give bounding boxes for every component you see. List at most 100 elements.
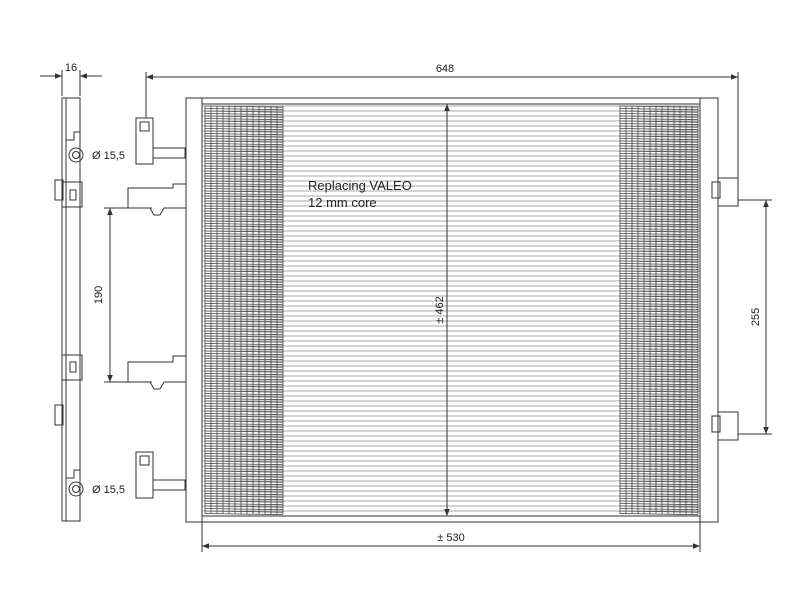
fin-line	[204, 343, 284, 346]
side-clip-lower	[61, 354, 83, 381]
fin-line	[204, 448, 284, 451]
fin-line	[204, 413, 284, 416]
fin-line	[204, 288, 284, 291]
fin-line	[619, 423, 699, 426]
fin-line	[619, 308, 699, 311]
fin-line	[204, 203, 284, 206]
fin-line	[619, 453, 699, 456]
fin-line	[204, 298, 284, 301]
front-view	[185, 97, 719, 523]
fin-line	[204, 418, 284, 421]
fin-line	[619, 433, 699, 436]
fin-line	[204, 253, 284, 256]
fin-line	[619, 383, 699, 386]
fin-line	[204, 268, 284, 271]
fin-line	[619, 483, 699, 486]
fin-line	[619, 293, 699, 296]
fin-line	[619, 158, 699, 161]
fin-line	[204, 138, 284, 141]
fin-line	[204, 243, 284, 246]
fin-line	[619, 443, 699, 446]
note-replacing: Replacing VALEO	[308, 178, 412, 193]
fin-line	[619, 198, 699, 201]
fin-line	[204, 423, 284, 426]
fin-line	[204, 163, 284, 166]
port-fitting-right-top	[717, 177, 739, 207]
fin-line	[204, 408, 284, 411]
fin-line	[619, 133, 699, 136]
fin-line	[619, 403, 699, 406]
fin-line	[204, 293, 284, 296]
fin-line	[204, 113, 284, 116]
fin-line	[619, 473, 699, 476]
side-port-bottom-bracket	[65, 462, 80, 479]
fin-line	[619, 203, 699, 206]
fin-line	[619, 368, 699, 371]
dimension-core-width	[201, 522, 701, 552]
fin-line	[619, 388, 699, 391]
fin-line	[204, 323, 284, 326]
fin-line	[204, 208, 284, 211]
side-port-bottom-ring	[68, 481, 84, 497]
fin-line	[204, 318, 284, 321]
fin-line	[619, 273, 699, 276]
fin-line	[619, 428, 699, 431]
fin-line	[619, 298, 699, 301]
fin-line	[619, 398, 699, 401]
fin-line	[204, 488, 284, 491]
fin-line	[204, 233, 284, 236]
dimension-port-spacing-label: 255	[750, 308, 762, 326]
fin-line	[204, 398, 284, 401]
dimension-mount-spacing	[104, 207, 152, 383]
fin-line	[204, 263, 284, 266]
fin-line	[619, 448, 699, 451]
side-clip-left-upper	[54, 179, 64, 201]
fin-line	[204, 303, 284, 306]
dimension-overall-width-label: 648	[436, 63, 454, 75]
fin-line	[619, 208, 699, 211]
fin-line	[619, 338, 699, 341]
fin-line	[619, 378, 699, 381]
fin-line	[204, 493, 284, 496]
side-view-body	[61, 97, 81, 522]
fin-line	[204, 498, 284, 501]
dimension-mount-spacing-label: 190	[93, 286, 105, 304]
fin-line	[619, 288, 699, 291]
fin-line	[619, 148, 699, 151]
fin-line	[204, 238, 284, 241]
fin-line	[619, 393, 699, 396]
note-core-size: 12 mm core	[308, 195, 377, 210]
fin-line	[204, 433, 284, 436]
fin-line	[204, 278, 284, 281]
fin-line	[619, 493, 699, 496]
fin-block-left	[204, 105, 284, 516]
fin-line	[204, 388, 284, 391]
fin-line	[619, 113, 699, 116]
fin-line	[204, 108, 284, 111]
fin-line	[204, 483, 284, 486]
fin-line	[619, 123, 699, 126]
tube-rows	[202, 105, 700, 512]
fin-line	[619, 503, 699, 506]
fin-line	[619, 128, 699, 131]
fin-line	[204, 248, 284, 251]
right-fittings	[711, 177, 739, 441]
fin-line	[204, 503, 284, 506]
fin-line	[204, 153, 284, 156]
dimension-thickness	[40, 70, 102, 96]
fin-line	[204, 218, 284, 221]
fin-line	[619, 343, 699, 346]
dimension-port-spacing	[738, 199, 772, 435]
fin-line	[204, 358, 284, 361]
fin-line	[619, 213, 699, 216]
fin-line	[204, 308, 284, 311]
port-diameter-top-label: Ø 15,5	[92, 150, 125, 162]
fin-line	[619, 418, 699, 421]
fin-line	[619, 108, 699, 111]
fin-line	[204, 363, 284, 366]
fin-line	[619, 218, 699, 221]
fin-line	[204, 383, 284, 386]
fin-line	[204, 188, 284, 191]
fin-line	[204, 148, 284, 151]
fin-line	[619, 303, 699, 306]
